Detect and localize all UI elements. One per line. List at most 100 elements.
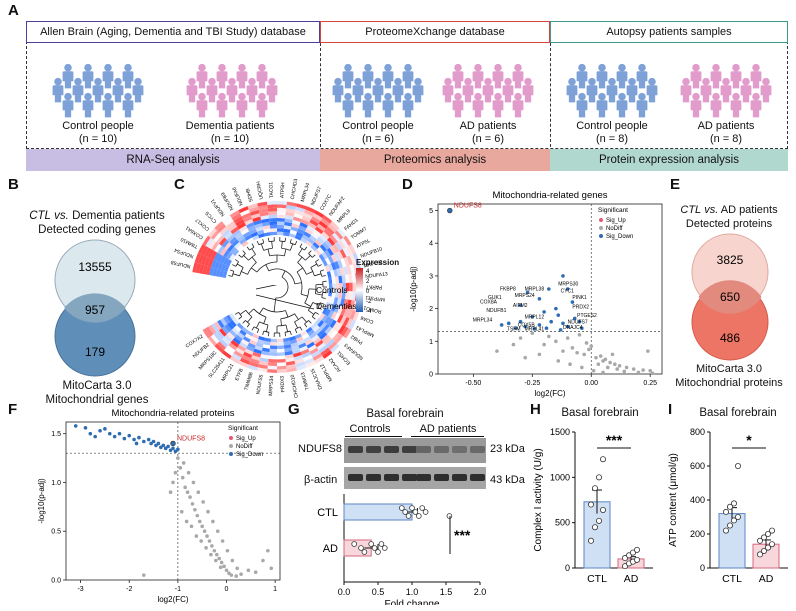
heatmap-cell [338,290,343,299]
dendrogram-branch [263,330,270,333]
data-point [723,527,730,534]
heatmap-cell [324,249,331,258]
heatmap-cell [318,345,328,354]
heatmap-cell [234,232,243,240]
heatmap-cell [205,237,214,248]
data-point [735,514,742,521]
heatmap-cell [277,207,287,212]
data-point [405,513,412,519]
data-point [402,509,408,515]
heatmap-cell [324,265,331,273]
heatmap-cell [303,336,312,343]
heatmap-cell [329,319,337,329]
heatmap-cell [249,358,260,365]
dendrogram-branch [289,243,294,251]
heatmap-cell [208,239,217,250]
heatmap-cell [213,232,222,242]
sig-down-point [530,314,535,319]
heatmap-cell [261,221,270,227]
g-group-line-1 [345,436,402,437]
heatmap-cell [346,255,353,266]
heatmap-cell [330,296,335,304]
heatmap-cell [343,266,349,276]
data-point [634,546,641,553]
heatmap-cell [252,351,262,358]
person-icon [92,77,104,103]
sig-down-point [154,443,158,448]
dendrogram-branch [280,313,295,320]
heatmap-cell [258,360,269,366]
nodiff-point [179,509,184,514]
data-point [419,505,425,511]
nodiff-point [178,466,183,470]
heatmap-cell [236,244,244,252]
heatmap-cell [230,339,240,348]
dendrogram-branch [256,261,278,273]
heatmap-cell [320,347,331,357]
sig-down-point [499,323,504,327]
legend-title: Significant [598,207,628,214]
sig-down-point [173,449,178,454]
heatmap-cell [249,339,257,346]
sig-down-point [556,313,561,317]
heatmap-cell [233,216,243,224]
dendrogram-branch [294,240,298,245]
nodiff-point [613,362,617,366]
legend-item: Sig_Down [236,452,263,458]
nodiff-point [195,513,200,518]
nodiff-point [518,336,523,340]
nodiff-point [591,368,596,373]
heatmap-cell [216,341,227,351]
sig-down-point [98,428,102,433]
heatmap-cell [305,206,316,214]
heatmap-cell [220,247,228,256]
panel-label-e: E [670,176,681,193]
heatmap-cell [267,201,277,205]
nodiff-point [565,336,570,340]
heatmap-cell [240,228,250,236]
dendrogram-branch [267,332,270,337]
x-tick-label: 0.25 [643,380,657,387]
heatmap-cell [330,221,340,231]
group-caption-2: Dementia patients(n = 10) [170,120,290,146]
data-point [596,474,603,481]
heatmap-cell [277,224,285,229]
panel-label-c: C [174,176,185,193]
heatmap-cell [216,234,225,244]
dendrogram-branch [308,320,312,324]
dendrogram-branch [301,316,307,323]
heatmap-cell [285,360,296,366]
nodiff-point [530,331,535,335]
actin-band [434,474,449,481]
nodiff-point [214,552,219,557]
sig-down-point [565,287,570,291]
heatmap-cell [213,252,221,262]
heatmap-cell [317,320,325,328]
heatmap-cell [198,244,206,255]
heatmap-cell [277,204,287,209]
person-icon [596,92,608,118]
person-icon [112,77,124,103]
ndufs8-band [452,446,467,453]
nodiff-point [180,475,185,480]
heatmap-cell [231,327,240,335]
heatmap-cell [285,354,294,359]
heatmap-cell [223,347,234,357]
x-tick-label: -1 [175,586,181,593]
nodiff-point [584,341,589,345]
dendrogram-branch [321,275,326,277]
heatmap-cell [316,329,325,338]
heatmap-cell [223,316,230,325]
dendrogram-branch [315,293,323,296]
heatmap-cell [289,339,298,345]
data-point [592,485,599,492]
dendrogram-branch [308,250,312,254]
heatmap-cell [255,226,264,232]
heatmap-cell [231,353,242,361]
heatmap-cell [251,355,261,361]
nodiff-point [218,565,223,570]
dendrogram-branch [232,264,237,267]
heatmap-cell [324,326,333,335]
person-icon [596,63,608,89]
sig-down-point [537,297,542,301]
